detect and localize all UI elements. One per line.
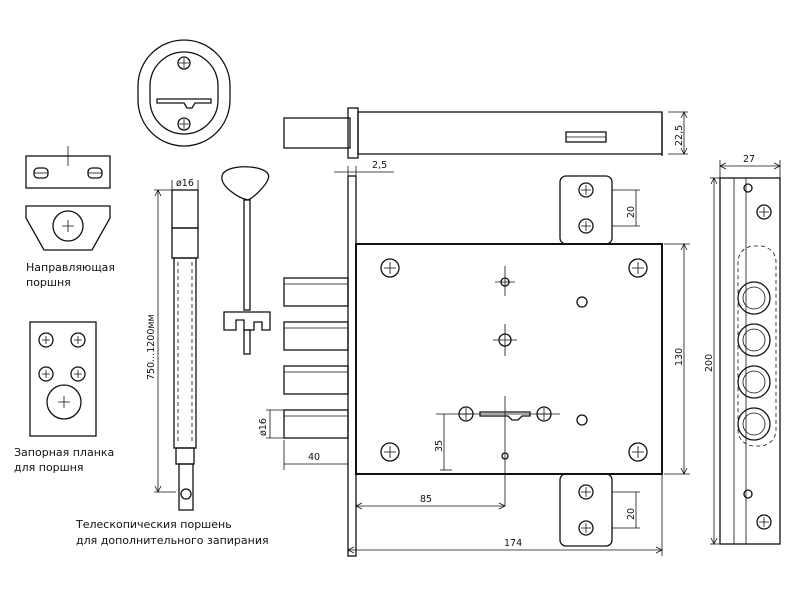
- strike-plate-drawing: [29, 321, 97, 437]
- guide-bracket-drawing: [25, 146, 111, 251]
- faceplate-thickness-dim: 2,5: [372, 160, 387, 171]
- oval-escutcheon: [137, 39, 231, 147]
- case-height-dim: 130: [674, 348, 685, 366]
- backset-85-dim: 85: [420, 494, 432, 505]
- telescopic-label-line2: для дополнительного запирания: [76, 534, 269, 547]
- guide-bracket-label-line2: поршня: [26, 276, 71, 289]
- top-tab-dim: 20: [626, 206, 637, 218]
- rod-length-dim: 750...1200мм: [146, 314, 157, 380]
- guide-bracket-label-line1: Направляющая: [26, 261, 115, 274]
- top-bolt-height-dim: 22,5: [674, 125, 685, 146]
- strike-plate-label-line1: Запорная планка: [14, 446, 114, 459]
- lock-body-drawing: [266, 166, 690, 557]
- case-width-dim: 174: [504, 538, 522, 549]
- faceplate-width-dim: 27: [743, 154, 755, 165]
- strike-plate-label-line2: для поршня: [14, 461, 84, 474]
- bolt-projection-dim: 40: [308, 452, 320, 463]
- offset-35-dim: 35: [434, 440, 445, 452]
- telescopic-rod-drawing: [154, 180, 199, 511]
- telescopic-label-line1: Телескопическия поршень: [75, 518, 232, 531]
- top-bolt-drawing: [283, 107, 688, 159]
- bolt-diameter-dim: ø16: [258, 418, 269, 436]
- faceplate-length-dim: 200: [704, 354, 715, 372]
- faceplate-front-drawing: [710, 160, 781, 545]
- key-drawing: [221, 166, 271, 355]
- rod-diameter-dim: ø16: [176, 178, 194, 189]
- bottom-tab-dim: 20: [626, 508, 637, 520]
